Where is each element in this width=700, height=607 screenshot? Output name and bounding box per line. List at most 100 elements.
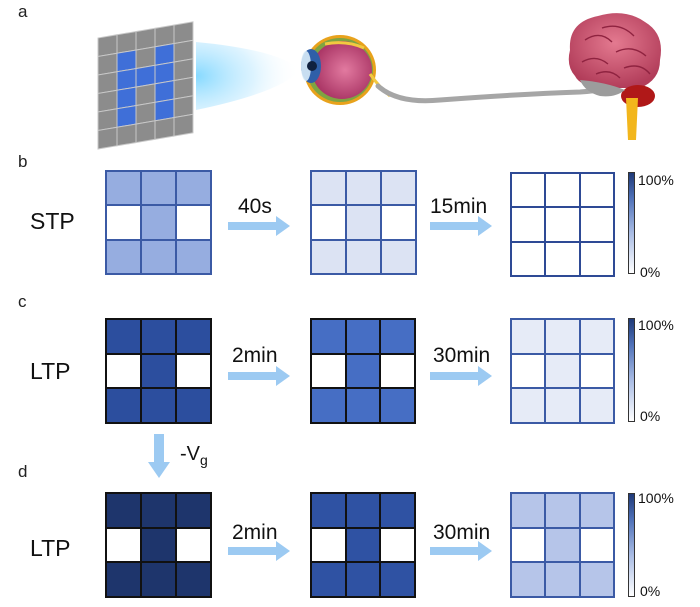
pixel-cell-on <box>311 319 346 354</box>
step-label-1: 2min <box>232 521 278 544</box>
colorbar-max-label: 100% <box>638 172 674 188</box>
pixel-cell-on <box>511 562 546 597</box>
arrow-right-icon <box>430 216 492 236</box>
pixel-cell-on <box>311 562 346 597</box>
screen-pixel-off <box>97 89 118 113</box>
pixel-cell-on <box>141 239 176 274</box>
screen-pixel-on <box>135 64 156 88</box>
gate-voltage-subscript: g <box>200 452 208 468</box>
panel-label-d: d <box>18 462 28 481</box>
pixel-cell-on <box>511 173 546 208</box>
step-label-1: 40s <box>238 195 272 218</box>
gate-voltage-prefix: -V <box>180 443 200 465</box>
pixel-cell-on <box>106 388 141 423</box>
step-label-1: 2min <box>232 344 278 367</box>
pixel-cell-on <box>311 171 346 206</box>
pixel-cell-on <box>346 171 381 206</box>
pixel-cell-on <box>380 388 415 423</box>
pixel-cell-on <box>579 241 614 276</box>
colorbar-min-label: 0% <box>640 264 661 280</box>
pixel-cell-off <box>106 527 141 563</box>
pixel-cell-off <box>311 527 346 563</box>
pixel-cell-on <box>579 562 614 597</box>
memory-grid-after-step-2 <box>510 492 615 598</box>
pixel-cell-on <box>141 353 176 389</box>
pixel-cell-on <box>579 493 614 528</box>
screen-pixel-on <box>116 67 137 91</box>
pixel-cell-on <box>545 388 580 423</box>
pixel-cell-on <box>345 388 381 423</box>
panel-label-b: b <box>18 152 28 171</box>
pixel-cell-off <box>380 527 415 563</box>
screen-pixel-off <box>173 58 194 82</box>
pixel-cell-on <box>106 239 141 274</box>
screen-pixel-off <box>97 52 118 76</box>
pixel-cell-off <box>176 205 211 240</box>
pixel-cell-off <box>311 205 346 240</box>
pixel-cell-on <box>545 173 580 208</box>
screen-pixel-off <box>97 108 118 132</box>
colorbar <box>628 172 635 274</box>
pixel-cell-off <box>579 207 614 242</box>
screen-pixel-off <box>173 21 194 45</box>
pixel-cell-on <box>106 562 141 597</box>
screen-pixel-off <box>173 39 194 63</box>
screen-pixel-off <box>97 126 118 150</box>
screen-pixel-off <box>97 71 118 95</box>
memory-grid-initial <box>105 318 212 424</box>
pixel-cell-off <box>511 527 546 563</box>
screen-pixel-on <box>154 98 175 122</box>
step-label-2: 15min <box>430 195 488 218</box>
colorbar-max-label: 100% <box>638 317 674 333</box>
colorbar-min-label: 0% <box>640 583 661 599</box>
screen-pixel-on <box>154 61 175 85</box>
brain-icon <box>568 13 661 140</box>
pixel-cell-off <box>176 527 211 563</box>
pixel-cell-off <box>579 527 614 563</box>
arrow-right-icon <box>228 216 290 236</box>
pixel-screen-icon <box>97 21 194 150</box>
screen-pixel-on <box>116 104 137 128</box>
pixel-cell-on <box>141 562 176 597</box>
screen-pixel-off <box>154 116 175 140</box>
pixel-cell-on <box>141 388 176 423</box>
pixel-cell-on <box>511 241 546 276</box>
pixel-cell-on <box>545 207 580 242</box>
row-label-ltp: LTP <box>30 535 71 561</box>
screen-pixel-off <box>116 30 137 54</box>
pixel-cell-off <box>106 205 141 240</box>
pixel-cell-on <box>511 388 546 423</box>
screen-pixel-off <box>135 46 156 70</box>
memory-grid-after-step-2 <box>510 318 615 424</box>
pixel-cell-on <box>311 388 346 423</box>
screen-pixel-off <box>135 120 156 144</box>
pixel-cell-on <box>345 319 381 354</box>
panel-label-a: a <box>18 2 28 21</box>
pixel-cell-on <box>579 388 614 423</box>
pixel-cell-on <box>380 319 415 354</box>
row-label-stp: STP <box>30 208 75 234</box>
colorbar <box>628 493 635 597</box>
pixel-cell-on <box>346 205 381 240</box>
memory-grid-initial <box>105 170 212 275</box>
pixel-cell-on <box>511 493 546 528</box>
pixel-cell-off <box>380 353 415 389</box>
pixel-cell-on <box>545 562 580 597</box>
pixel-cell-off <box>106 353 141 389</box>
screen-pixel-off <box>116 123 137 147</box>
panel-a-illustration <box>97 13 661 150</box>
pixel-cell-on <box>176 171 211 206</box>
pixel-cell-on <box>545 527 580 563</box>
step-label-2: 30min <box>433 521 491 544</box>
pixel-cell-on <box>579 319 614 354</box>
screen-pixel-off <box>173 95 194 119</box>
pixel-cell-on <box>345 562 381 597</box>
colorbar-max-label: 100% <box>638 490 674 506</box>
pixel-cell-on <box>511 319 546 354</box>
pixel-cell-on <box>176 388 211 423</box>
screen-pixel-off <box>135 83 156 107</box>
pixel-cell-on <box>141 527 176 563</box>
pixel-cell-off <box>511 207 546 242</box>
pixel-cell-on <box>346 239 381 274</box>
screen-pixel-on <box>154 42 175 66</box>
